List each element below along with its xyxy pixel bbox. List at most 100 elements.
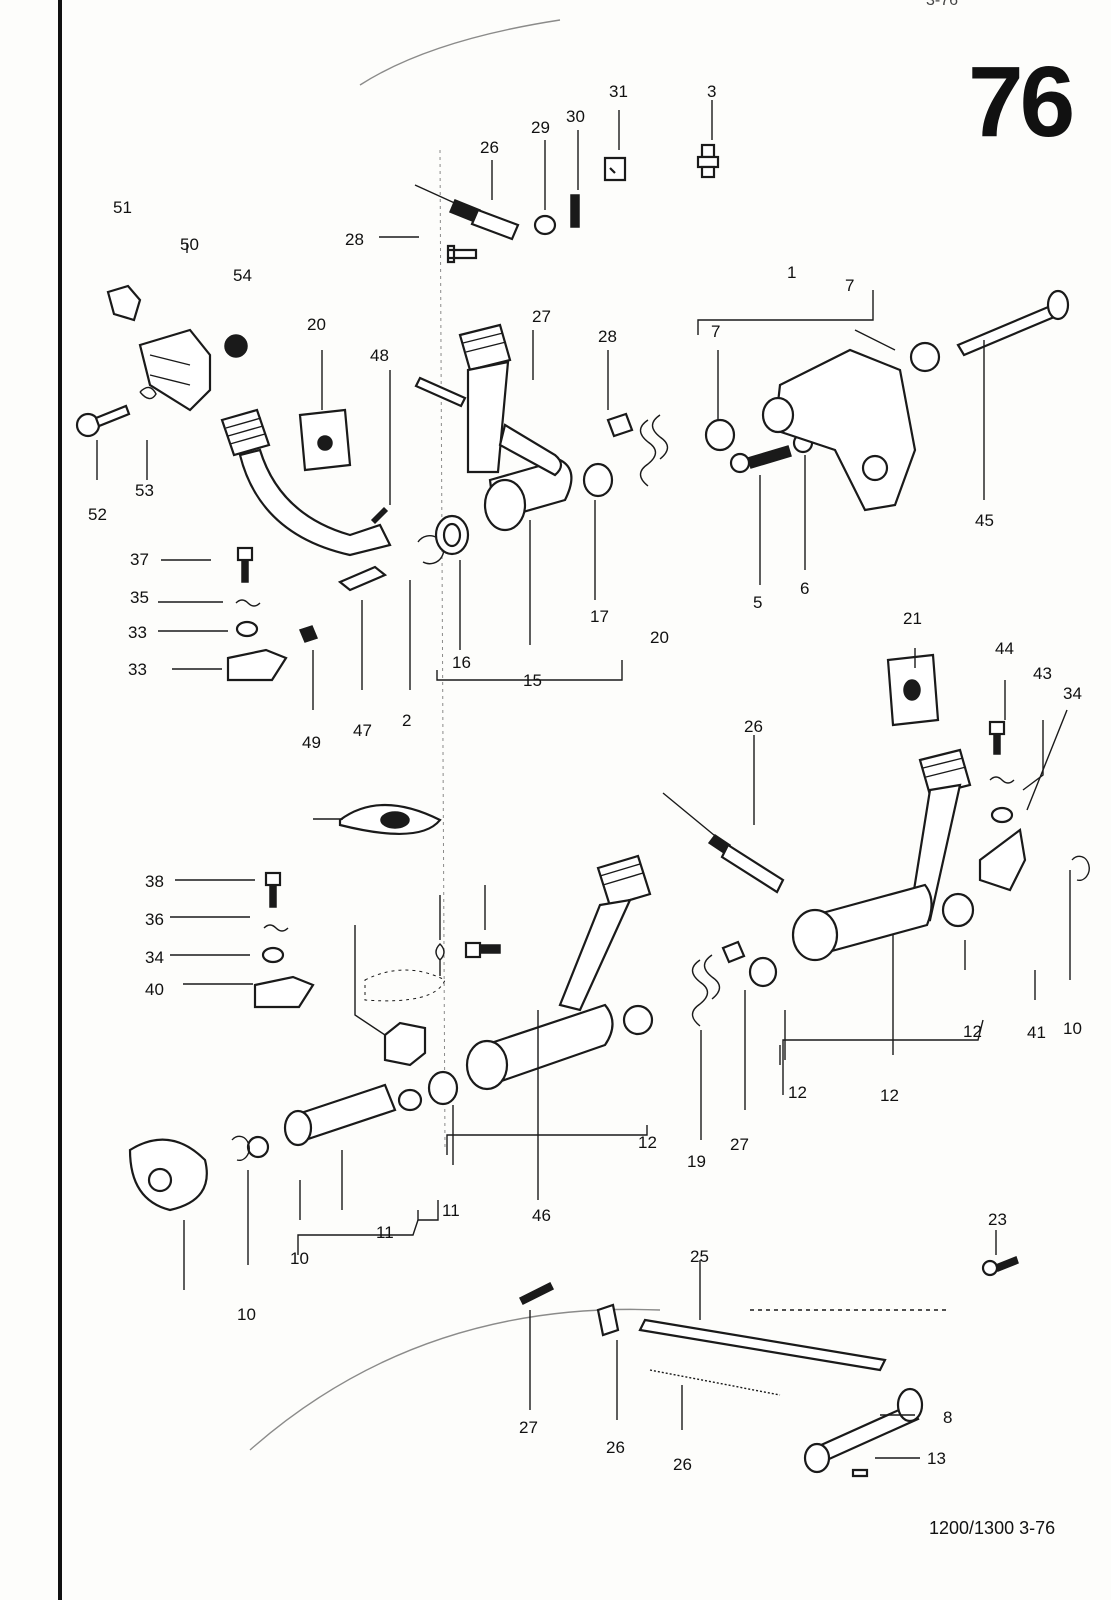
callout-label: 46 [532, 1206, 551, 1225]
callout-label: 34 [145, 948, 164, 967]
callout-label: 20 [307, 315, 326, 334]
spring-washer-part [989, 776, 1015, 784]
bolt-part [988, 720, 1006, 755]
bolt-part [981, 1256, 1019, 1277]
bushing-part [582, 462, 614, 498]
bolt-part [236, 546, 254, 583]
callout-label: 21 [903, 609, 922, 628]
callout-label: 26 [673, 1455, 692, 1474]
clutch-shaft-part [283, 1083, 397, 1147]
return-spring-part [639, 414, 669, 487]
callout-label: 10 [1063, 1019, 1082, 1038]
pushrod-link-part [662, 792, 785, 894]
throttle-rod-part [638, 1309, 950, 1372]
circlip-part [1071, 855, 1090, 881]
callout-label: 43 [1033, 664, 1052, 683]
callout-label: 49 [302, 733, 321, 752]
callout-label: 27 [730, 1135, 749, 1154]
callout-label: 28 [345, 230, 364, 249]
nut-part [224, 334, 248, 358]
callout-label: 2 [402, 711, 411, 730]
callout-labels: 28 3 31 30 29 26 51 50 54 20 48 27 28 7 … [88, 82, 1082, 1474]
pedal-part [220, 408, 392, 592]
callout-label: 44 [995, 639, 1014, 658]
callout-label: 11 [442, 1201, 460, 1220]
circlip-part [231, 1135, 250, 1161]
callout-label: 17 [590, 607, 609, 626]
bushing-part [941, 892, 975, 928]
callout-label: 36 [145, 910, 164, 929]
bolt-part [729, 445, 792, 474]
flange-plate-part [128, 1138, 208, 1212]
callout-label: 26 [744, 717, 763, 736]
callout-label: 16 [452, 653, 471, 672]
callout-label: 47 [353, 721, 372, 740]
washer-part [990, 806, 1014, 824]
page-reference: 1200/1300 3-76 [929, 1518, 1056, 1538]
seal-outline-part [364, 969, 446, 1002]
callout-label: 20 [650, 628, 669, 647]
pedal-pad-part [298, 408, 352, 472]
cover-plate-part [338, 804, 442, 835]
callout-label: 11 [376, 1223, 394, 1242]
callout-label: 26 [480, 138, 499, 157]
callout-label: 27 [532, 307, 551, 326]
clip-part [721, 940, 746, 964]
bracket-part [978, 828, 1027, 892]
callout-label: 30 [566, 107, 585, 126]
clip-part [139, 386, 157, 400]
callout-label: 48 [370, 346, 389, 365]
callout-label: 12 [788, 1083, 807, 1102]
callout-label: 8 [943, 1408, 952, 1427]
callout-label: 28 [598, 327, 617, 346]
pedal-shaft-part [956, 289, 1070, 357]
bolt-part [75, 404, 131, 438]
pedal-part [414, 323, 573, 532]
pin-part [518, 1281, 555, 1306]
callout-label: 6 [800, 579, 809, 598]
pedal-part [791, 748, 972, 962]
callout-label: 3 [707, 82, 716, 101]
callout-label: 12 [880, 1086, 899, 1105]
callout-label: 33 [128, 660, 147, 679]
callout-label: 7 [845, 276, 854, 295]
callout-label: 26 [606, 1438, 625, 1457]
pin-part [851, 1468, 869, 1478]
callout-label: 38 [145, 872, 164, 891]
callout-label: 37 [130, 550, 149, 569]
bolt-part [264, 871, 282, 908]
callout-label: 12 [963, 1022, 982, 1041]
pushrod-link-part [498, 423, 563, 477]
bushing-part [246, 1135, 270, 1159]
grease-nipple-part [696, 143, 720, 179]
callout-label: 51 [113, 198, 132, 217]
callout-label: 35 [130, 588, 149, 607]
spring-washer-part [235, 599, 261, 607]
callout-label: 45 [975, 511, 994, 530]
callout-label: 54 [233, 266, 252, 285]
callout-label: 7 [711, 322, 720, 341]
header-reference-fragment: 3-76 [926, 0, 959, 9]
callout-label: 41 [1027, 1023, 1046, 1042]
callout-label: 50 [180, 235, 199, 254]
bolt-part [464, 941, 501, 959]
washer-part [533, 214, 557, 236]
callout-label: 23 [988, 1210, 1007, 1229]
callout-label: 31 [609, 82, 628, 101]
bushing-part [748, 956, 778, 988]
callout-label: 5 [753, 593, 762, 612]
clamp-plate-part [226, 648, 288, 682]
callout-label: 53 [135, 481, 154, 500]
clamp-plate-part [253, 975, 315, 1009]
callout-label: 15 [523, 671, 542, 690]
washer-part [235, 620, 259, 638]
callout-label: 12 [638, 1133, 657, 1152]
pedal-shaft-part [803, 1387, 924, 1474]
callout-label: 33 [128, 623, 147, 642]
clip-part [596, 1303, 620, 1337]
leader-lines [96, 100, 1071, 1459]
bushing-part [909, 341, 941, 373]
callout-label: 52 [88, 505, 107, 524]
